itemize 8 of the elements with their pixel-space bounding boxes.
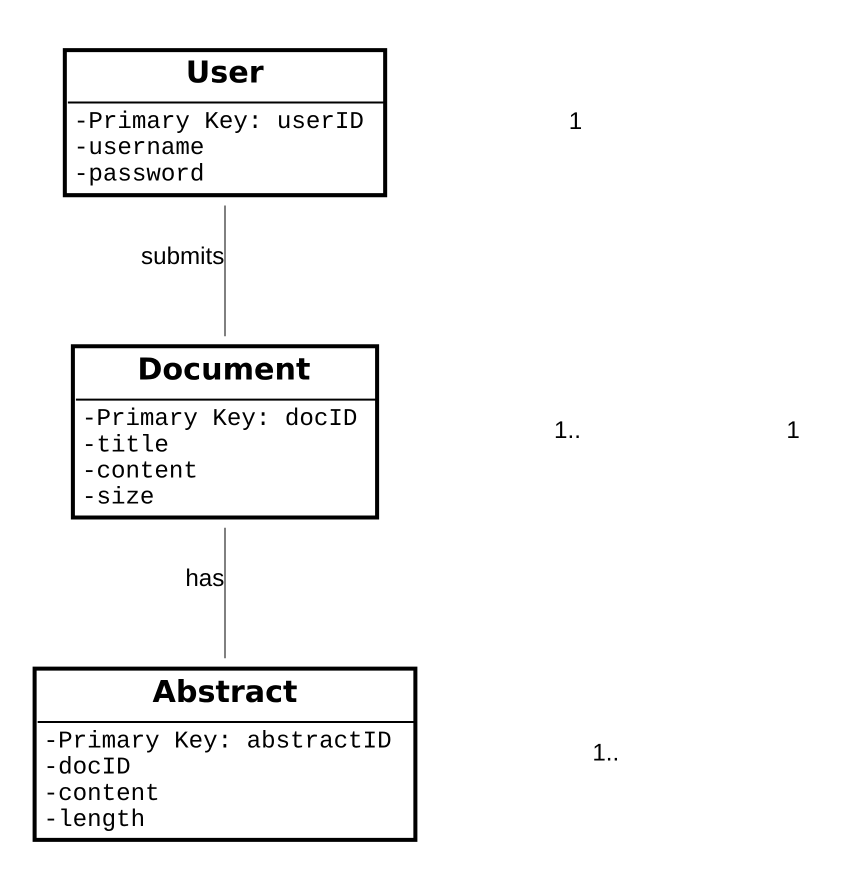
connector [224,206,226,336]
label: 1.. [592,739,620,766]
label: 1 [786,417,800,444]
label: 1 [568,108,582,135]
edge-label: submits [141,243,224,270]
connector [224,528,226,658]
edge-label: has [185,565,224,592]
label: 1.. [554,417,581,444]
